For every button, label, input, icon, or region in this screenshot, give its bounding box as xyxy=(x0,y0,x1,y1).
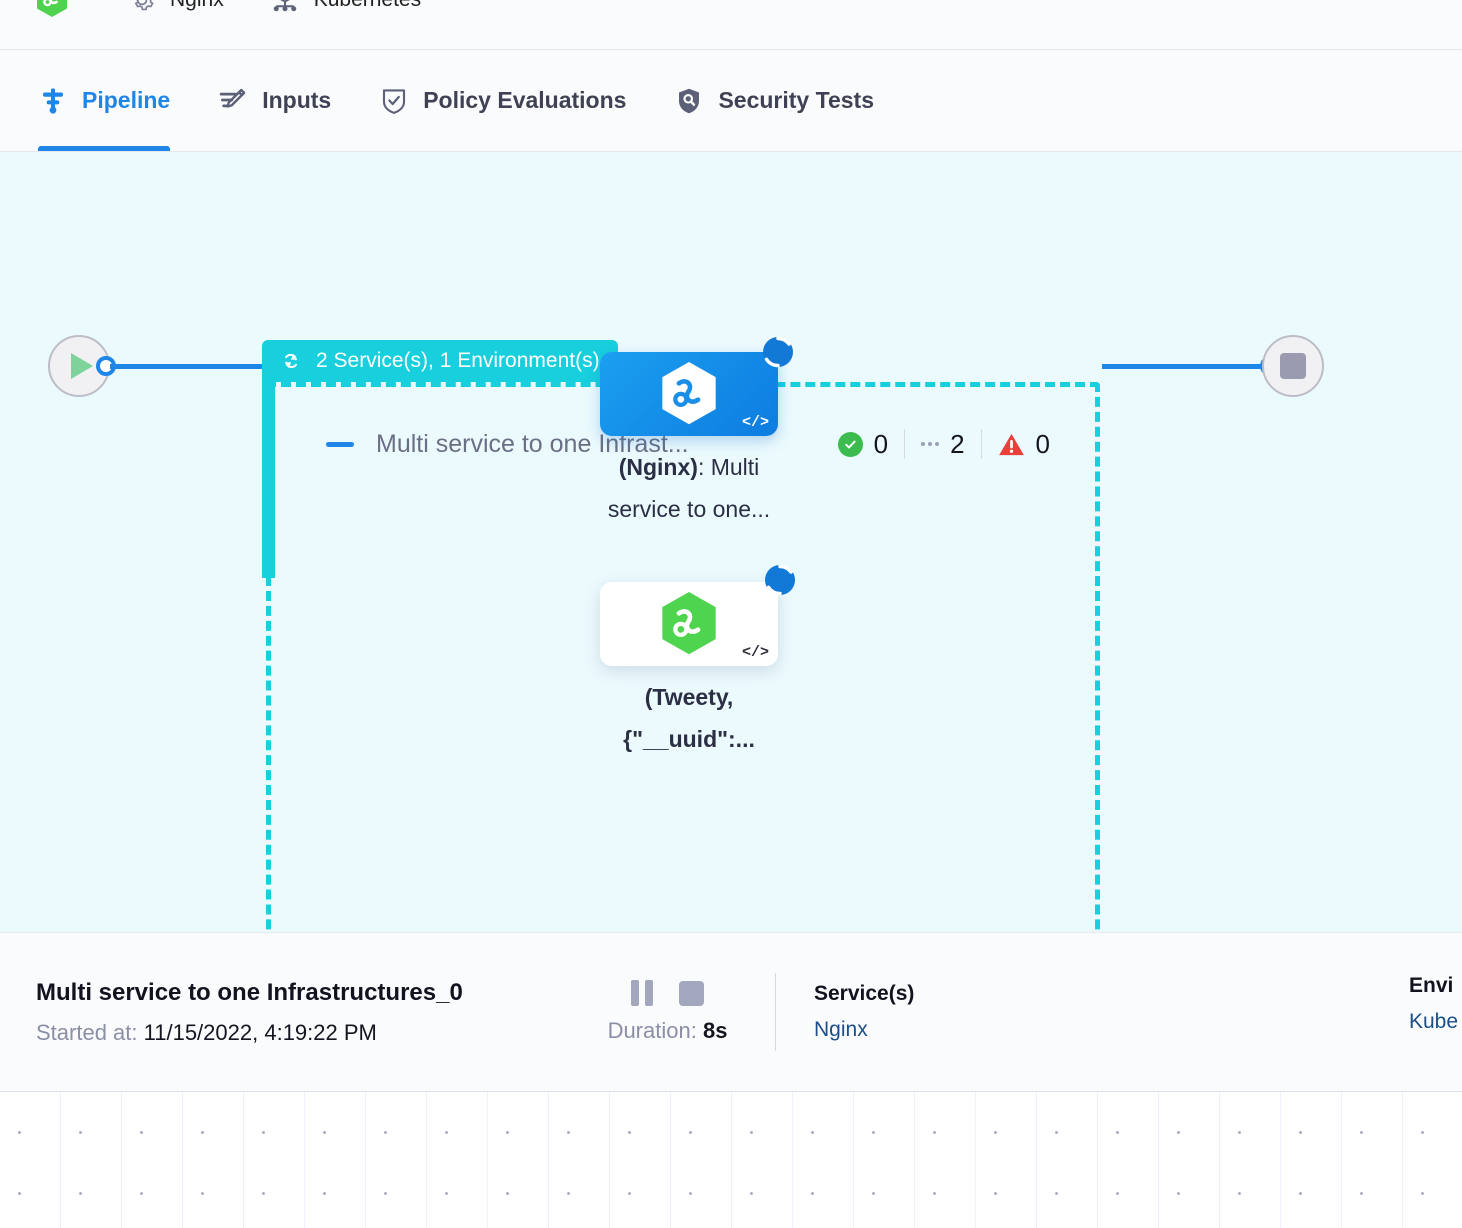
tab-label: Policy Evaluations xyxy=(423,87,627,113)
execution-controls: Duration: 8s xyxy=(560,980,775,1044)
breadcrumb-item-kubernetes[interactable]: Kubernetes xyxy=(270,0,421,12)
node-label-line2: {"__uuid":... xyxy=(623,726,755,752)
breadcrumb-item-nginx[interactable]: Nginx xyxy=(128,0,224,12)
node-label-rest: : Multi xyxy=(697,454,760,480)
pipeline-icon xyxy=(43,88,63,113)
status-error: 0 xyxy=(982,429,1066,460)
breadcrumb-label: Kubernetes xyxy=(314,0,421,12)
harness-hexagon-blue-icon xyxy=(662,362,716,425)
status-pending: 2 xyxy=(905,429,980,460)
tab-label: Pipeline xyxy=(82,87,171,113)
warning-triangle-icon xyxy=(998,433,1024,455)
play-icon xyxy=(71,353,93,379)
execution-started-at: Started at: 11/15/2022, 4:19:22 PM xyxy=(36,1020,560,1046)
status-pending-count: 2 xyxy=(950,428,965,459)
running-spinner-icon xyxy=(763,336,793,368)
services-heading: Service(s) xyxy=(814,982,915,1005)
pipeline-canvas[interactable]: 2 Service(s), 1 Environment(s) Multi ser… xyxy=(0,152,1462,932)
services-value-link[interactable]: Nginx xyxy=(814,1018,868,1041)
check-circle-icon xyxy=(837,431,863,457)
environments-heading: Envi xyxy=(1409,974,1454,997)
ellipsis-icon xyxy=(921,442,940,446)
duration-label: Duration: xyxy=(607,1018,703,1043)
status-success-count: 0 xyxy=(873,428,889,459)
started-at-value: 11/15/2022, 4:19:22 PM xyxy=(143,1019,377,1045)
breadcrumb-item-harness[interactable] xyxy=(36,0,82,17)
collapse-stage-icon[interactable] xyxy=(326,441,354,447)
breadcrumb-label: Nginx xyxy=(170,0,224,12)
node-label-line2: service to one... xyxy=(607,496,771,522)
divider xyxy=(904,429,906,459)
tab-bar: Pipeline Inputs Policy Evaluations Secur… xyxy=(0,50,1462,152)
code-glyph-icon: </> xyxy=(741,644,769,661)
running-spinner-icon xyxy=(765,564,795,596)
services-column: Service(s) Nginx xyxy=(814,982,1014,1042)
status-success: 0 xyxy=(822,429,904,460)
transport-buttons xyxy=(560,980,775,1006)
tab-security-tests[interactable]: Security Tests xyxy=(674,51,874,151)
divider xyxy=(775,973,776,1051)
detail-left: Multi service to one Infrastructures_0 S… xyxy=(0,979,560,1046)
node-label-bold: (Nginx) xyxy=(618,454,698,480)
wire-stage-to-end xyxy=(1102,364,1270,369)
code-glyph-icon: </> xyxy=(741,414,769,431)
stop-icon xyxy=(1280,353,1306,379)
tab-label: Security Tests xyxy=(718,87,874,113)
execution-title: Multi service to one Infrastructures_0 xyxy=(36,978,463,1006)
service-node-tweety[interactable]: </> xyxy=(600,564,795,666)
shield-scan-icon xyxy=(679,88,700,113)
kubernetes-icon xyxy=(273,0,296,12)
tab-label: Inputs xyxy=(262,87,332,113)
pipeline-end-node[interactable] xyxy=(1262,335,1324,397)
pause-button[interactable] xyxy=(631,980,653,1006)
tab-policy-evaluations[interactable]: Policy Evaluations xyxy=(379,51,626,151)
wire-start-to-stage xyxy=(110,364,270,369)
node-label-bold: (Tweety, xyxy=(644,684,734,710)
service-node-tweety-label: (Tweety, {"__uuid":... xyxy=(559,676,819,760)
service-node-nginx-label: (Nginx): Multi service to one... xyxy=(559,446,819,530)
status-error-count: 0 xyxy=(1035,428,1050,459)
stage-badge[interactable]: 2 Service(s), 1 Environment(s) xyxy=(262,340,618,382)
dot-grid-canvas[interactable] xyxy=(0,1092,1462,1228)
execution-detail-bar: Multi service to one Infrastructures_0 S… xyxy=(0,932,1462,1092)
harness-hexagon-green-icon xyxy=(662,592,716,655)
started-at-label: Started at: xyxy=(36,1019,138,1045)
harness-hexagon-icon xyxy=(37,0,67,17)
gear-icon xyxy=(135,0,154,11)
environments-value-link[interactable]: Kube xyxy=(1409,1010,1459,1033)
environments-column: Envi Kube xyxy=(1409,974,1462,1034)
pencil-lines-icon xyxy=(219,88,246,108)
execution-duration: Duration: 8s xyxy=(560,1018,775,1044)
stop-button[interactable] xyxy=(679,981,704,1006)
shield-check-icon xyxy=(383,88,406,114)
divider xyxy=(980,429,982,459)
loop-rotate-icon xyxy=(285,353,298,369)
tab-pipeline[interactable]: Pipeline xyxy=(38,51,171,151)
service-node-nginx[interactable]: </> xyxy=(600,336,793,436)
breadcrumb-bar: Nginx Kubernetes xyxy=(0,0,1462,50)
stage-status-counts: 0 2 0 xyxy=(822,429,1066,460)
stage-badge-label: 2 Service(s), 1 Environment(s) xyxy=(316,349,600,372)
duration-value: 8s xyxy=(702,1018,728,1043)
tab-inputs[interactable]: Inputs xyxy=(218,51,331,151)
